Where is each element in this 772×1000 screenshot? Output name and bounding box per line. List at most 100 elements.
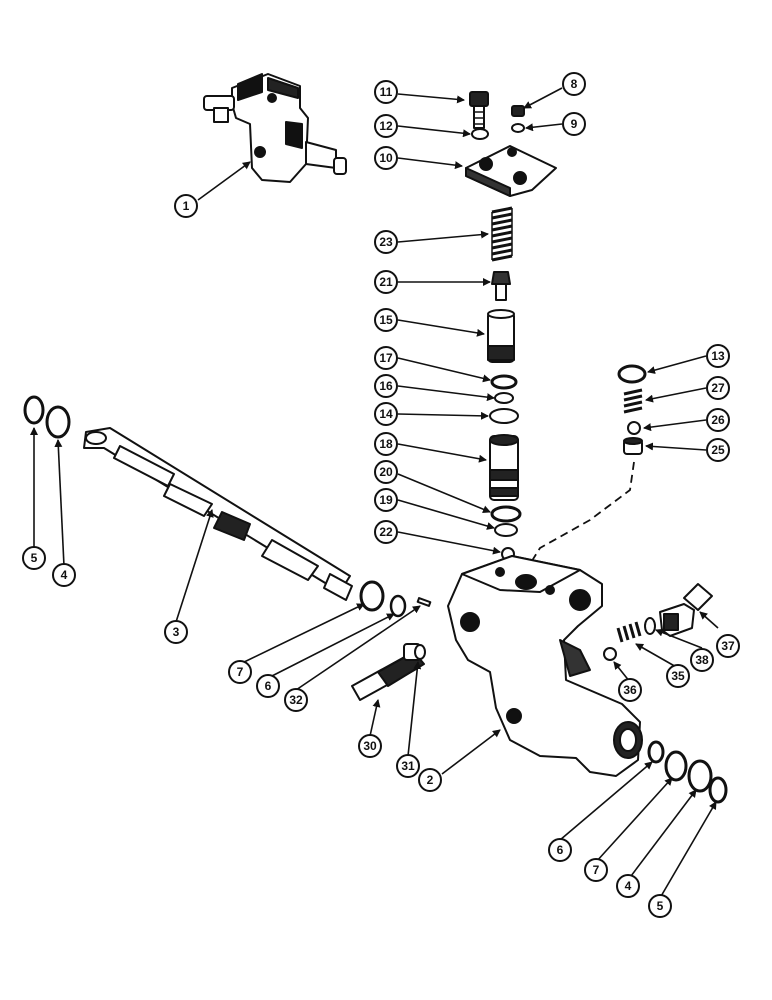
callout-circle (374, 230, 398, 254)
snap-ring-part (23, 395, 45, 425)
callout-number: 17 (379, 351, 393, 365)
assembly-path-line (519, 461, 635, 581)
callout-number: 10 (379, 151, 393, 165)
callout-number: 3 (173, 625, 180, 639)
callout-circle (706, 408, 730, 432)
callout-number: 12 (379, 119, 393, 133)
callout-37: 37 (716, 634, 740, 658)
callout-20: 20 (374, 460, 398, 484)
callout-circle (374, 346, 398, 370)
callout-circle (374, 308, 398, 332)
callout-4: 4 (52, 563, 76, 587)
o-ring-part (414, 644, 426, 660)
callout-27: 27 (706, 376, 730, 400)
bushing-part (359, 580, 385, 612)
callout-circle (374, 146, 398, 170)
callout-21: 21 (374, 270, 398, 294)
callout-circle (666, 664, 690, 688)
callout-number: 26 (711, 413, 725, 427)
callout-circle (374, 402, 398, 426)
ball-part (627, 421, 641, 435)
seat-part (623, 437, 643, 455)
callout-circle (374, 432, 398, 456)
o-ring-part (389, 594, 407, 618)
washer-part (471, 128, 489, 140)
callout-number: 35 (671, 669, 685, 683)
callout-6: 6 (256, 674, 280, 698)
callout-number: 21 (379, 275, 393, 289)
callout-circle (716, 634, 740, 658)
callout-circle (618, 678, 642, 702)
callout-circle (706, 438, 730, 462)
callout-31: 31 (396, 754, 420, 778)
callout-number: 32 (289, 693, 303, 707)
callout-number: 6 (265, 679, 272, 693)
callout-26: 26 (706, 408, 730, 432)
callout-number: 8 (571, 77, 578, 91)
callout-circle (164, 620, 188, 644)
callout-circle (690, 648, 714, 672)
callout-3: 3 (164, 620, 188, 644)
callout-circle (706, 376, 730, 400)
callout-number: 7 (237, 665, 244, 679)
callout-circle (562, 112, 586, 136)
callout-1: 1 (174, 194, 198, 218)
callout-number: 5 (657, 899, 664, 913)
callout-circle (256, 674, 280, 698)
callout-number: 13 (711, 349, 725, 363)
callout-circle (374, 488, 398, 512)
callout-circle (22, 546, 46, 570)
valve-assembly-part (203, 73, 347, 183)
callout-number: 31 (401, 759, 415, 773)
spring-part (623, 388, 643, 414)
callout-30: 30 (358, 734, 382, 758)
callout-circle (374, 520, 398, 544)
callout-4: 4 (616, 874, 640, 898)
callout-12: 12 (374, 114, 398, 138)
callout-25: 25 (706, 438, 730, 462)
cartridge-part (489, 434, 519, 501)
washer-part (45, 405, 71, 439)
shaft-part (83, 427, 353, 601)
leader-lines (30, 87, 719, 899)
callout-number: 23 (379, 235, 393, 249)
ring-part (494, 523, 518, 537)
callout-number: 20 (379, 465, 393, 479)
snap-ring-part (708, 776, 728, 804)
callout-number: 38 (695, 653, 709, 667)
spring-part (491, 206, 513, 262)
callout-number: 18 (379, 437, 393, 451)
callout-22: 22 (374, 520, 398, 544)
callout-number: 37 (721, 639, 735, 653)
elbow-fitting-part (659, 583, 713, 637)
callout-number: 2 (427, 773, 434, 787)
callout-5: 5 (22, 546, 46, 570)
callout-circle (284, 688, 308, 712)
spring-part (616, 621, 642, 643)
callout-5: 5 (648, 894, 672, 918)
ring-part (490, 505, 522, 523)
callout-circle (52, 563, 76, 587)
callout-number: 5 (31, 551, 38, 565)
callout-15: 15 (374, 308, 398, 332)
pin-part (416, 597, 432, 607)
bolt-part (469, 91, 489, 129)
callout-23: 23 (374, 230, 398, 254)
callout-circle (174, 194, 198, 218)
callout-circle (374, 80, 398, 104)
callout-number: 14 (379, 407, 393, 421)
callout-layer: 1234567891011121314151617181920212223252… (22, 72, 740, 918)
callout-number: 36 (623, 683, 637, 697)
callout-number: 7 (593, 863, 600, 877)
callout-8: 8 (562, 72, 586, 96)
spool-part (351, 643, 425, 701)
callout-number: 30 (363, 739, 377, 753)
ring-part (489, 408, 519, 424)
callout-7: 7 (228, 660, 252, 684)
ring-part (494, 392, 514, 404)
callout-circle (548, 838, 572, 862)
washer-part (687, 759, 713, 793)
o-ring-part (647, 740, 665, 764)
callout-circle (228, 660, 252, 684)
